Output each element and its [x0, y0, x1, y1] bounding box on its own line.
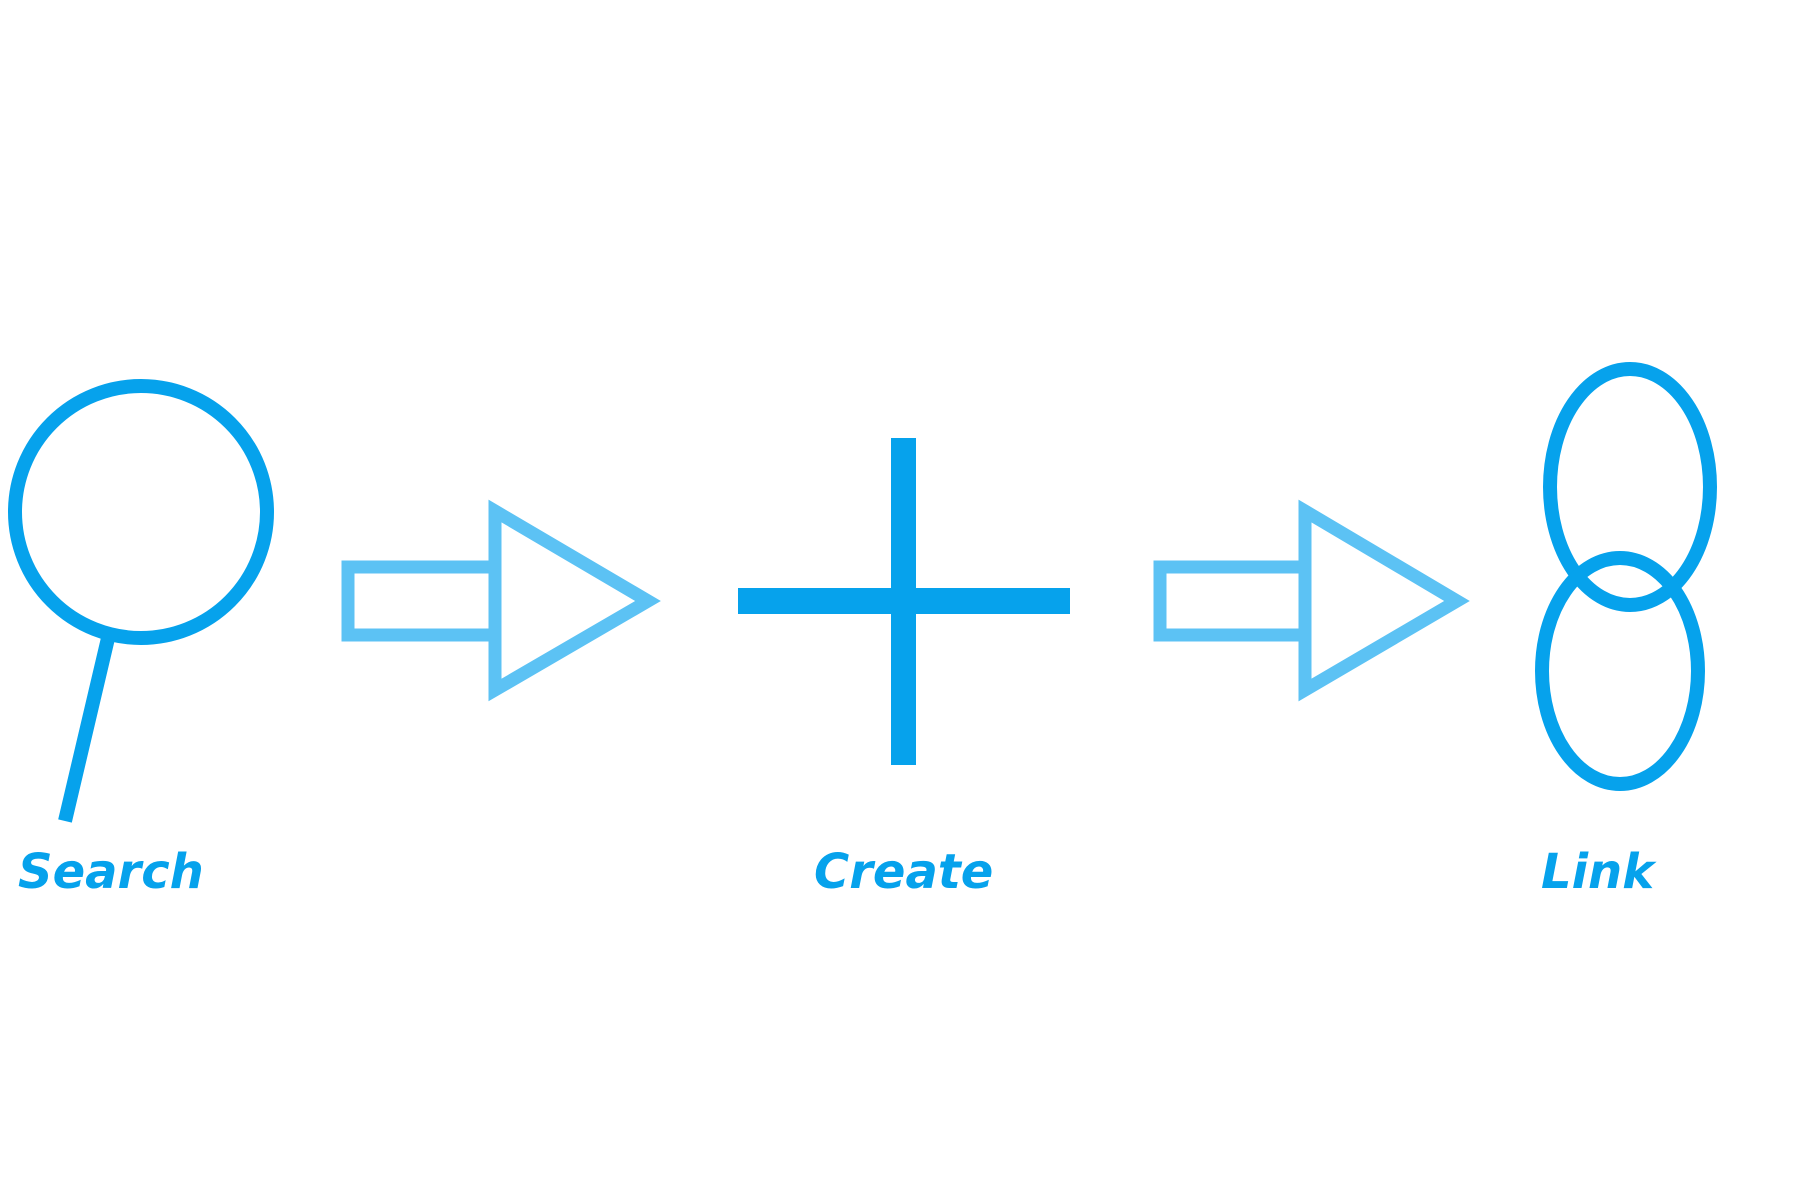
arrow-right-icon — [1153, 499, 1470, 702]
step-label-link: Link — [1541, 844, 1657, 900]
link-icon — [1535, 362, 1717, 791]
step-label-search: Search — [18, 844, 204, 900]
step-link: Link — [1535, 362, 1717, 900]
step-search: Search — [8, 379, 274, 900]
magnifier-icon — [8, 379, 274, 823]
arrow-right-icon — [341, 499, 661, 702]
step-create: Create — [738, 438, 1070, 900]
step-label-create: Create — [814, 844, 993, 900]
plus-icon — [738, 438, 1070, 765]
